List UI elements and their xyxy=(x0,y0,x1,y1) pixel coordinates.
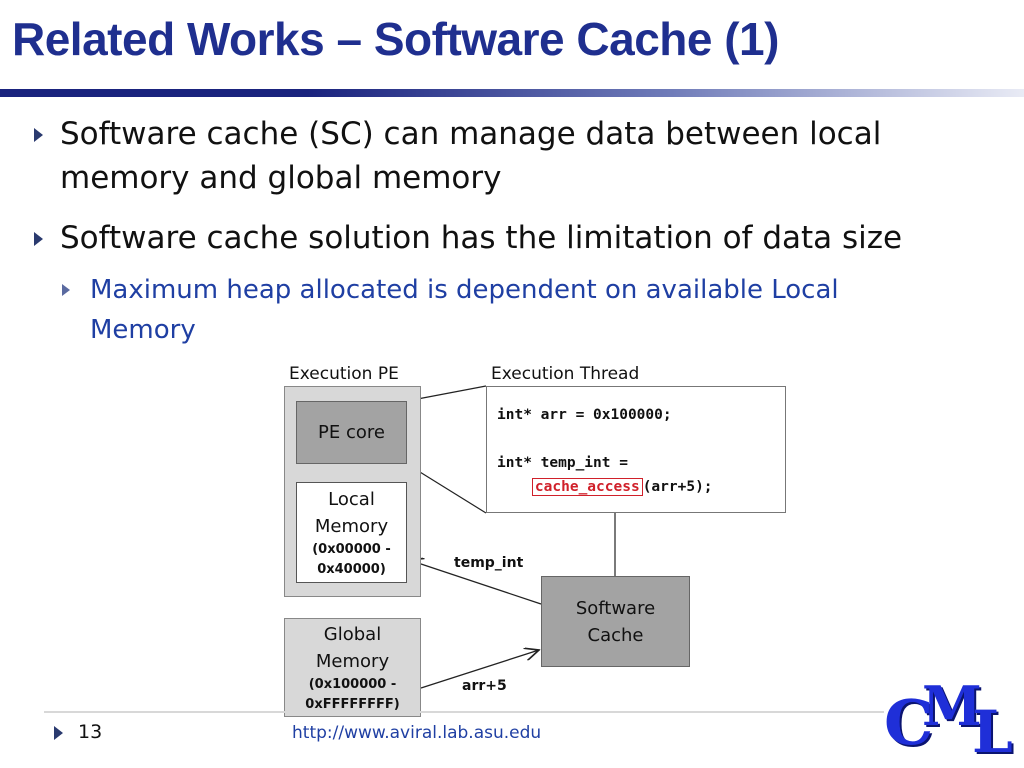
code-line-3: cache_access(arr+5); xyxy=(497,475,785,499)
software-cache-line2: Cache xyxy=(587,624,644,646)
code-line-2: int* temp_int = xyxy=(497,455,628,471)
code-line-1: int* arr = 0x100000; xyxy=(497,407,672,423)
arrow-cache-to-local-memory xyxy=(409,560,542,605)
temp-int-edge-label: temp_int xyxy=(454,555,524,571)
bullet-arrow-icon xyxy=(34,232,43,246)
arr5-edge-label: arr+5 xyxy=(462,678,507,694)
connector-pe-core-to-thread-bottom xyxy=(406,463,487,514)
global-memory-line1: Global xyxy=(323,623,382,645)
software-cache-line1: Software xyxy=(575,597,656,619)
global-memory-box: Global Memory (0x100000 - 0xFFFFFFFF) xyxy=(284,618,421,717)
global-memory-line2: Memory xyxy=(315,650,390,672)
local-memory-line1: Local xyxy=(328,488,375,510)
sub-bullet-1-text: Maximum heap allocated is dependent on a… xyxy=(90,275,839,345)
bullet-1-text: Software cache (SC) can manage data betw… xyxy=(60,116,882,196)
code-line-3-suffix: (arr+5); xyxy=(642,479,713,495)
logo-letter-m: M xyxy=(922,674,982,738)
code-line-blank xyxy=(497,427,785,451)
sub-bullet-arrow-icon xyxy=(62,284,70,296)
logo-letter-c: C xyxy=(884,686,934,759)
execution-pe-label: Execution PE xyxy=(289,364,399,384)
global-memory-addr1: (0x100000 - xyxy=(308,676,397,692)
logo-letter-l: L xyxy=(972,698,1013,766)
title-underline xyxy=(0,89,1024,97)
local-memory-line2: Memory xyxy=(314,515,389,537)
cml-logo: C M L xyxy=(880,674,1020,766)
cache-access-highlight: cache_access xyxy=(531,478,643,496)
pe-core-label: PE core xyxy=(318,422,385,443)
local-memory-addr1: (0x00000 - xyxy=(312,541,391,557)
connector-pe-core-to-thread-top xyxy=(406,385,487,402)
footer-rule xyxy=(44,711,884,713)
local-memory-addr2: 0x40000) xyxy=(317,561,386,577)
page-number: 13 xyxy=(78,721,103,743)
local-memory-box: Local Memory (0x00000 - 0x40000) xyxy=(296,482,407,583)
software-cache-box: Software Cache xyxy=(541,576,690,667)
footer-url: http://www.aviral.lab.asu.edu xyxy=(292,723,542,743)
execution-thread-code: int* arr = 0x100000; int* temp_int = cac… xyxy=(486,386,786,513)
footer-arrow-icon xyxy=(54,726,63,740)
execution-pe-box xyxy=(284,386,421,597)
bullet-2-text: Software cache solution has the limitati… xyxy=(60,220,903,256)
bullet-arrow-icon xyxy=(34,128,43,142)
slide-title: Related Works – Software Cache (1) xyxy=(12,13,779,65)
arrow-global-memory-to-cache xyxy=(420,650,539,689)
pe-core-box: PE core xyxy=(296,401,407,464)
code-line-3-indent xyxy=(497,479,532,495)
execution-thread-label: Execution Thread xyxy=(491,364,640,384)
